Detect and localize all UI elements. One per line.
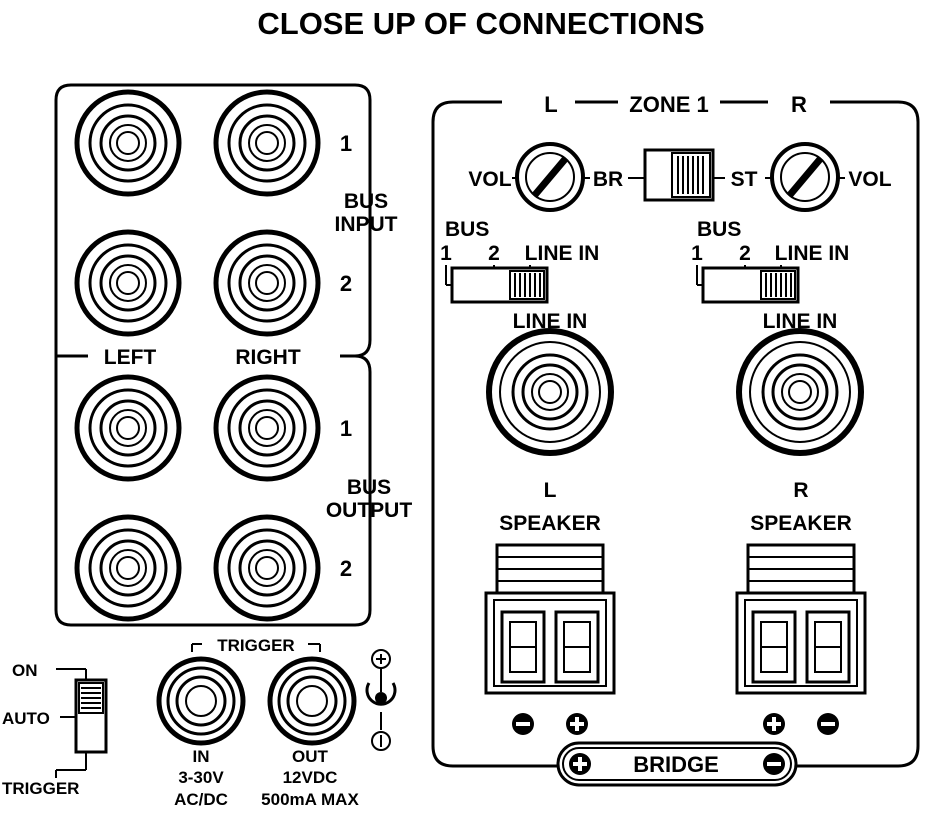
zone-left-channel-label: L — [544, 92, 557, 117]
left-line-in-label: LINE IN — [513, 310, 588, 333]
left-bus-selector-switch-icon[interactable] — [450, 266, 549, 304]
trigger-mode-switch-area: ON AUTO TRIGGER — [2, 661, 108, 798]
zone-right-channel-label: R — [791, 92, 807, 117]
bus-input-row-2-number: 2 — [340, 271, 352, 296]
right-bus-selector-switch-icon[interactable] — [701, 266, 800, 304]
bus-output-label-line2: OUTPUT — [326, 499, 413, 522]
right-volume-knob-icon[interactable] — [770, 142, 840, 212]
left-bus-option-line-in: LINE IN — [525, 242, 600, 265]
left-bus-option-2: 2 — [488, 242, 500, 265]
bus-output-right-2-jack[interactable] — [213, 514, 321, 622]
trigger-switch-auto-label: AUTO — [2, 709, 50, 728]
left-volume-knob-icon[interactable] — [515, 142, 585, 212]
bus-output-row-1-number: 1 — [340, 416, 352, 441]
page-title: CLOSE UP OF CONNECTIONS — [257, 6, 704, 41]
right-vol-label: VOL — [848, 168, 891, 191]
bus-output-label-line1: BUS — [347, 476, 391, 499]
trigger-mode-switch-icon[interactable] — [74, 678, 108, 754]
polarity-symbol-icon — [365, 649, 397, 751]
bridge-plus-icon — [569, 753, 591, 775]
bus-input-row-1-number: 1 — [340, 131, 352, 156]
left-bus-option-1: 1 — [440, 242, 452, 265]
right-line-in-jack[interactable] — [736, 328, 864, 456]
left-line-in-jack[interactable] — [486, 328, 614, 456]
trigger-out-jack[interactable] — [267, 656, 357, 746]
zone-title: ZONE 1 — [629, 92, 708, 117]
bus-output-row-2-number: 2 — [340, 556, 352, 581]
bus-input-right-1-jack[interactable] — [213, 89, 321, 197]
right-column-label: RIGHT — [235, 346, 301, 369]
right-speaker-channel-label: R — [793, 479, 808, 502]
trigger-out-spec-voltage: 12VDC — [283, 768, 338, 787]
left-speaker-label: SPEAKER — [499, 512, 601, 535]
left-vol-label: VOL — [468, 168, 511, 191]
bus-panel: 1 2 1 2 BUS INPUT BUS OUTPUT LEFT RIGHT — [54, 83, 413, 627]
bus-output-left-2-jack[interactable] — [74, 514, 182, 622]
trigger-out-spec-current: 500mA MAX — [261, 790, 359, 809]
bus-input-label-line1: BUS — [344, 190, 388, 213]
right-line-in-label: LINE IN — [763, 310, 838, 333]
right-speaker-plus-icon — [763, 713, 785, 735]
trigger-out-label: OUT — [292, 747, 329, 766]
bus-input-right-2-jack[interactable] — [213, 229, 321, 337]
bridge-stereo-switch-icon[interactable] — [643, 148, 715, 202]
left-speaker-terminal-icon[interactable] — [484, 543, 616, 695]
trigger-group-label: TRIGGER — [217, 636, 294, 655]
right-speaker-terminal-icon[interactable] — [735, 543, 867, 695]
right-bus-option-1: 1 — [691, 242, 703, 265]
right-bus-option-line-in: LINE IN — [775, 242, 850, 265]
right-bus-option-2: 2 — [739, 242, 751, 265]
left-bus-selector-title: BUS — [445, 218, 489, 241]
right-bus-selector-title: BUS — [697, 218, 741, 241]
right-speaker-label: SPEAKER — [750, 512, 852, 535]
mode-st-label: ST — [731, 168, 758, 191]
right-speaker-minus-icon — [817, 713, 839, 735]
trigger-in-spec-voltage: 3-30V — [178, 768, 224, 787]
bridge-minus-icon — [763, 753, 785, 775]
bus-output-left-1-jack[interactable] — [74, 374, 182, 482]
bridge-label: BRIDGE — [633, 752, 719, 777]
bus-input-left-2-jack[interactable] — [74, 229, 182, 337]
trigger-in-spec-type: AC/DC — [174, 790, 228, 809]
zone-panel: L ZONE 1 R VOL BR ST — [431, 92, 920, 787]
left-speaker-channel-label: L — [544, 479, 557, 502]
trigger-in-jack[interactable] — [156, 656, 246, 746]
left-column-label: LEFT — [104, 346, 157, 369]
trigger-jacks-area: TRIGGER IN 3-30V AC/DC OUT 12VDC 500mA M… — [156, 636, 397, 809]
bus-output-right-1-jack[interactable] — [213, 374, 321, 482]
mode-br-label: BR — [593, 168, 623, 191]
bridge-label-pill: BRIDGE — [556, 741, 798, 787]
bus-input-label-line2: INPUT — [335, 213, 398, 236]
left-speaker-minus-icon — [512, 713, 534, 735]
trigger-switch-on-label: ON — [12, 661, 38, 680]
bus-input-left-1-jack[interactable] — [74, 89, 182, 197]
trigger-switch-trigger-label: TRIGGER — [2, 779, 79, 798]
trigger-in-label: IN — [193, 747, 210, 766]
left-speaker-plus-icon — [566, 713, 588, 735]
